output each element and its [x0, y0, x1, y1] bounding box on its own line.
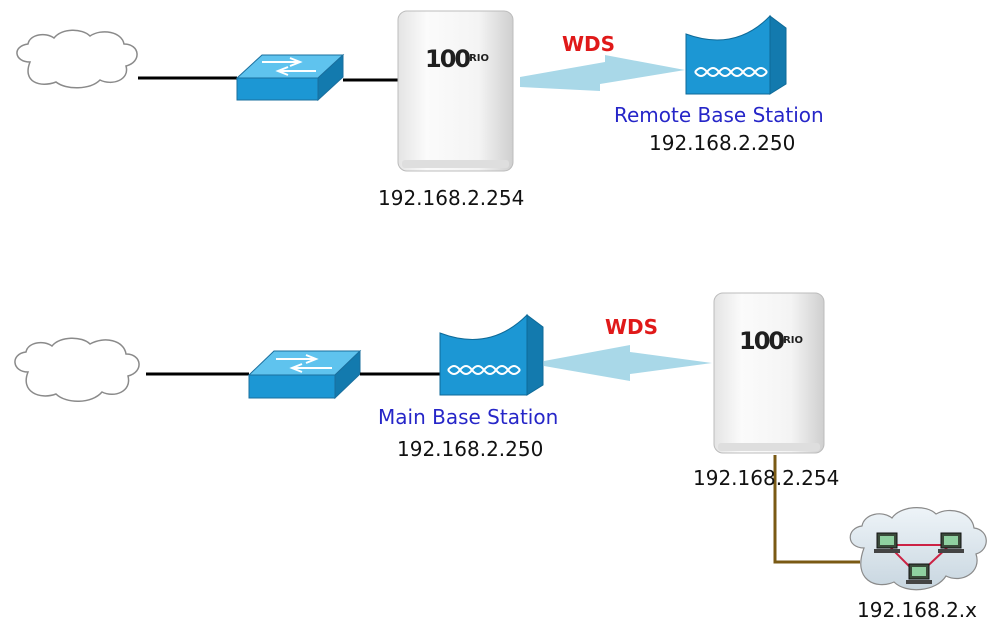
base-station-icon [439, 313, 544, 396]
ap-brand-logo: 100RIO [739, 327, 804, 355]
base-station-icon [685, 14, 787, 95]
switch-icon [235, 53, 345, 102]
access-point-icon [397, 10, 514, 172]
access-point-icon [713, 292, 825, 454]
wireless-link [544, 345, 712, 381]
computer-icon [906, 563, 932, 584]
wds-label: WDS [605, 315, 659, 339]
access-point-ip: 192.168.2.254 [693, 466, 840, 490]
cloud-icon [14, 337, 140, 402]
switch-icon [247, 349, 362, 400]
ap-brand-logo: 100RIO [425, 45, 490, 73]
wireless-link [520, 55, 685, 91]
remote-base-station-ip: 192.168.2.250 [649, 131, 796, 155]
lan-cable [773, 455, 860, 564]
access-point-ip: 192.168.2.254 [378, 186, 525, 210]
main-base-station-ip: 192.168.2.250 [397, 437, 544, 461]
remote-base-station-label: Remote Base Station [614, 103, 824, 127]
wds-label: WDS [562, 32, 616, 56]
lan-network-icon [849, 507, 987, 591]
main-base-station-label: Main Base Station [378, 405, 559, 429]
computer-icon [874, 532, 900, 553]
cloud-icon [16, 29, 138, 89]
lan-subnet-ip: 192.168.2.x [857, 598, 977, 622]
computer-icon [938, 532, 964, 553]
